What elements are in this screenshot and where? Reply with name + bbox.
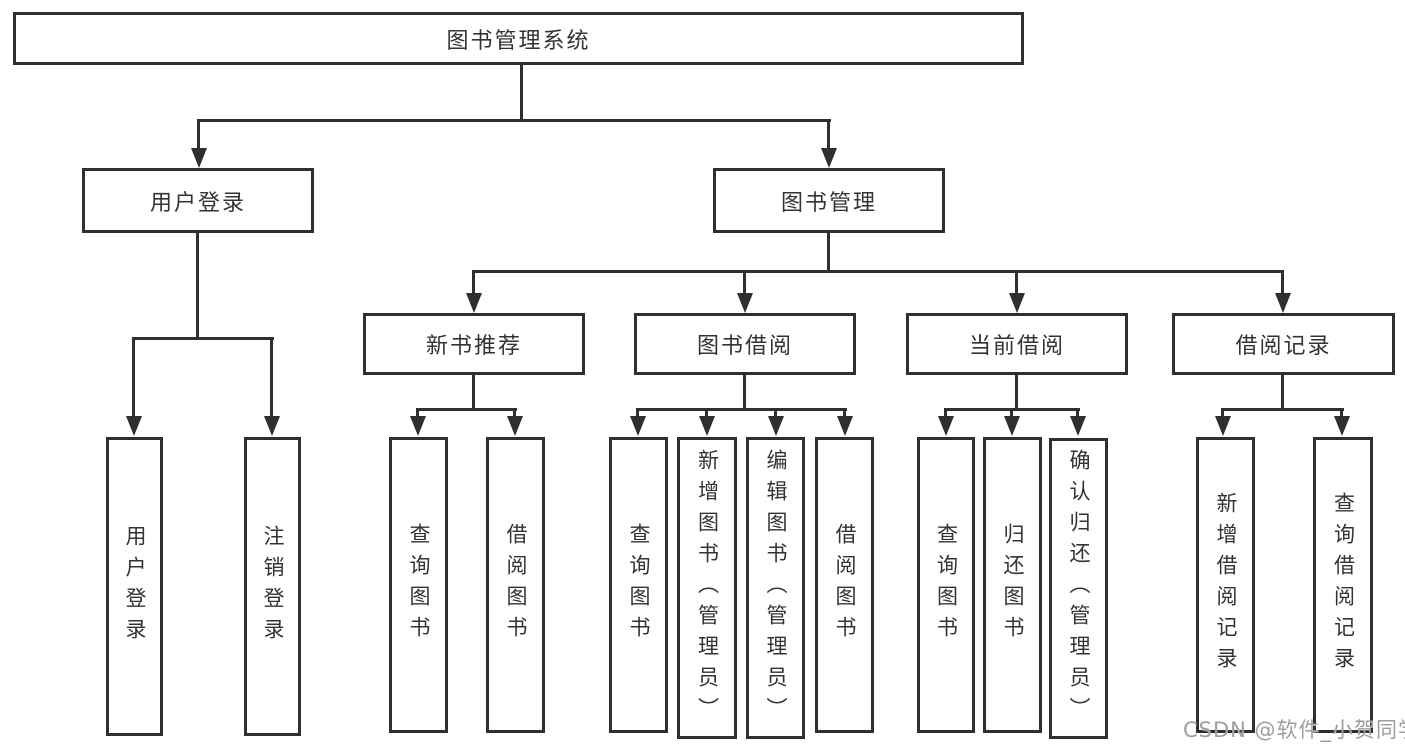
- arrowhead-down: [768, 416, 784, 436]
- connector-stem: [705, 408, 708, 419]
- leaf-label: 用户登录: [123, 524, 147, 649]
- leaf-label: 新增借阅记录: [1214, 492, 1238, 678]
- connector-records-drop: [1281, 375, 1284, 411]
- connector-stem: [843, 408, 846, 419]
- leaf-box-add-borrow-record: 新增借阅记录: [1196, 437, 1255, 733]
- arrowhead-down: [126, 416, 142, 436]
- leaf-label: 查询图书: [627, 523, 651, 647]
- connector-bookmgmt-rail: [472, 270, 1284, 273]
- connector-root-rail: [198, 119, 831, 122]
- leaf-label: 归还图书: [1001, 523, 1025, 647]
- connector-newbook-drop: [472, 375, 475, 411]
- connector-stem: [1010, 408, 1013, 419]
- box-book-management-label: 图书管理: [780, 190, 877, 216]
- arrowhead-down: [699, 416, 715, 436]
- arrowhead-down: [1070, 416, 1086, 436]
- connector-stem-logout: [270, 337, 273, 418]
- box-user-login-label: 用户登录: [149, 190, 246, 216]
- connector-borrowing-drop: [743, 375, 746, 411]
- connector-stem-new-books: [472, 270, 475, 295]
- connector-stem-current-borrow: [1015, 270, 1018, 295]
- connector-current-drop: [1015, 375, 1018, 411]
- box-current-borrowing-label: 当前借阅: [968, 334, 1065, 359]
- arrowhead-down: [410, 416, 426, 436]
- box-book-management: 图书管理: [713, 168, 945, 233]
- connector-newbook-rail: [417, 408, 517, 411]
- connector-userlogin-rail: [133, 337, 274, 340]
- leaf-box-edit-books-admin: 编辑图书（管理员）: [746, 437, 805, 739]
- leaf-label: 借阅图书: [504, 523, 528, 647]
- box-borrowing-records-label: 借阅记录: [1235, 334, 1332, 359]
- connector-stem: [513, 408, 516, 419]
- leaf-box-query-books-current: 查询图书: [917, 437, 975, 733]
- box-new-book-recommend-label: 新书推荐: [425, 334, 522, 359]
- arrowhead-down: [630, 416, 646, 436]
- connector-root-drop: [520, 64, 523, 121]
- arrowhead-down: [507, 416, 523, 436]
- leaf-label: 确认归还（管理员）: [1067, 449, 1091, 728]
- connector-stem-book-borrow: [743, 270, 746, 295]
- connector-stem: [1076, 408, 1079, 419]
- box-new-book-recommend: 新书推荐: [363, 313, 585, 375]
- connector-records-rail: [1222, 408, 1344, 411]
- leaf-label: 借阅图书: [833, 523, 857, 647]
- leaf-box-logout: 注销登录: [244, 437, 301, 736]
- box-book-borrowing-label: 图书借阅: [696, 334, 793, 359]
- connector-bookmgmt-drop: [827, 233, 830, 273]
- box-library-management-system-label: 图书管理系统: [446, 28, 591, 54]
- arrowhead-down: [821, 148, 837, 168]
- leaf-box-query-books-borrowing: 查询图书: [609, 437, 668, 733]
- arrowhead-down: [938, 416, 954, 436]
- arrowhead-down: [191, 148, 207, 168]
- connector-stem: [636, 408, 639, 419]
- connector-stem-user-login: [197, 119, 200, 150]
- box-book-borrowing: 图书借阅: [634, 313, 856, 375]
- connector-stem: [774, 408, 777, 419]
- leaf-label: 编辑图书（管理员）: [764, 448, 788, 728]
- leaf-box-return-books: 归还图书: [983, 437, 1042, 733]
- leaf-box-confirm-return-admin: 确认归还（管理员）: [1049, 438, 1108, 739]
- box-library-management-system: 图书管理系统: [13, 12, 1024, 65]
- arrowhead-down: [1009, 293, 1025, 313]
- connector-userlogin-drop: [196, 233, 199, 337]
- leaf-box-borrow-books-recommend: 借阅图书: [486, 437, 545, 733]
- arrowhead-down: [1334, 416, 1350, 436]
- arrowhead-down: [837, 416, 853, 436]
- connector-stem: [1221, 408, 1224, 419]
- leaf-label: 查询借阅记录: [1331, 492, 1356, 678]
- connector-stem-borrow-records: [1281, 270, 1284, 295]
- leaf-box-user-login: 用户登录: [106, 437, 163, 736]
- csdn-watermark: CSDN @软件_小贺同学: [1183, 718, 1405, 742]
- connector-stem: [1340, 408, 1343, 419]
- leaf-box-query-books-recommend: 查询图书: [389, 437, 448, 733]
- connector-stem-login: [132, 337, 135, 418]
- arrowhead-down: [1215, 416, 1231, 436]
- arrowhead-down: [737, 293, 753, 313]
- box-user-login: 用户登录: [82, 168, 314, 233]
- arrowhead-down: [1275, 293, 1291, 313]
- leaf-label: 查询图书: [407, 523, 431, 647]
- connector-stem: [416, 408, 419, 419]
- leaf-label: 注销登录: [261, 524, 285, 649]
- leaf-box-borrow-books: 借阅图书: [815, 437, 874, 733]
- box-borrowing-records: 借阅记录: [1172, 313, 1395, 375]
- leaf-box-query-borrow-record: 查询借阅记录: [1313, 437, 1373, 733]
- arrowhead-down: [466, 293, 482, 313]
- leaf-label: 新增图书（管理员）: [695, 448, 720, 728]
- leaf-label: 查询图书: [934, 523, 959, 647]
- connector-stem-book-mgmt: [827, 119, 830, 150]
- connector-stem: [944, 408, 947, 419]
- leaf-box-add-books-admin: 新增图书（管理员）: [677, 437, 737, 739]
- arrowhead-down: [1004, 416, 1020, 436]
- connector-borrowing-rail: [637, 408, 847, 411]
- box-current-borrowing: 当前借阅: [906, 313, 1128, 375]
- arrowhead-down: [264, 416, 280, 436]
